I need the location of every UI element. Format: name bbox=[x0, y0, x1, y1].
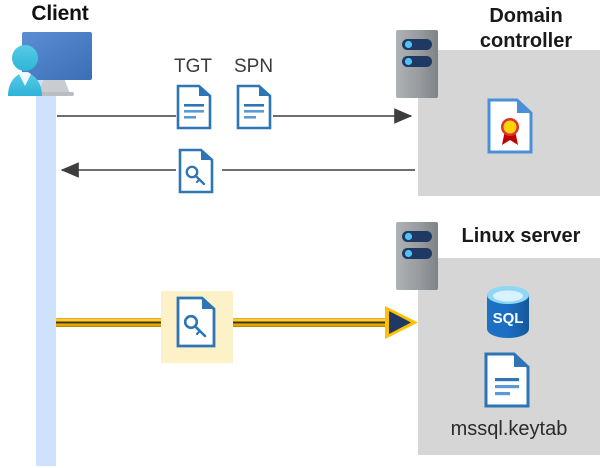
keytab-document-icon bbox=[484, 352, 530, 408]
arrow-ticket-to-linux bbox=[56, 306, 418, 339]
linux-server-label: Linux server bbox=[461, 225, 581, 247]
client-lifeline bbox=[36, 72, 56, 466]
sql-database-icon: SQL bbox=[481, 285, 535, 341]
tgt-document-icon bbox=[176, 84, 212, 130]
tgt-label: TGT bbox=[174, 56, 212, 77]
domain-controller-server-icon bbox=[396, 30, 438, 98]
spn-document-icon bbox=[236, 84, 272, 130]
response-key-document-icon bbox=[178, 148, 214, 194]
domain-controller-label: Domain controller bbox=[479, 5, 573, 52]
client-label: Client bbox=[31, 2, 89, 25]
spn-label: SPN bbox=[234, 56, 274, 77]
linux-server-server-icon bbox=[396, 222, 438, 290]
certificate-icon bbox=[487, 98, 533, 154]
sql-text: SQL bbox=[493, 310, 524, 327]
client-icon bbox=[4, 28, 100, 104]
ticket-key-document-icon bbox=[176, 296, 216, 348]
keytab-filename-label: mssql.keytab bbox=[450, 418, 568, 440]
